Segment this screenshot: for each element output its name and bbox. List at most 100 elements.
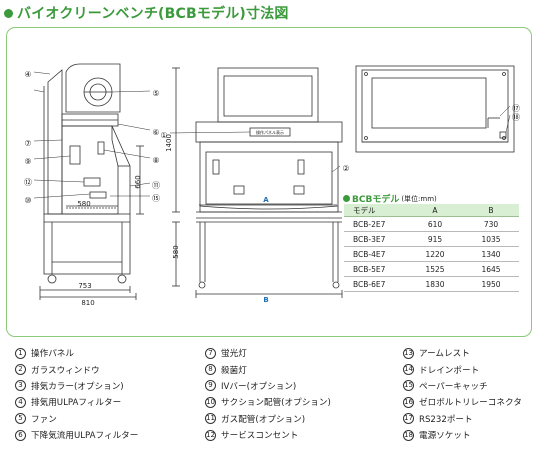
cell-b: 730 — [463, 216, 519, 232]
side-sash — [111, 125, 131, 214]
legend-label: サクション配管(オプション) — [221, 398, 331, 409]
legend-label: RS232ポート — [419, 414, 473, 425]
legend-number: 3 — [15, 380, 26, 392]
legend-label: ガラスウィンドウ — [31, 365, 100, 376]
list-item: 9 IVバー(オプション) — [205, 378, 331, 394]
legend-number: 17 — [403, 413, 414, 425]
table-row: BCB-6E7 1830 1950 — [344, 276, 519, 292]
cell-model: BCB-6E7 — [344, 276, 407, 292]
legend-number: 7 — [205, 347, 216, 359]
side-view — [39, 63, 144, 300]
table-row: BCB-5E7 1525 1645 — [344, 261, 519, 277]
cell-model: BCB-3E7 — [344, 231, 407, 247]
col-header-a: A — [407, 204, 463, 217]
legend-number: 16 — [403, 396, 414, 408]
dim-front-b: B — [263, 296, 268, 304]
legend-label: ペーパーキャッチ — [419, 381, 488, 392]
callout-number: ⑥ — [152, 128, 159, 137]
list-item: 2 ガラスウィンドウ — [15, 361, 138, 377]
callout-number: ⑤ — [152, 89, 159, 98]
legend-label: 排気用ULPAフィルター — [31, 398, 122, 409]
legend-number: 4 — [15, 396, 26, 408]
legend-number: 1 — [15, 347, 26, 359]
model-table-header: モデル A B — [344, 204, 519, 217]
legend-number: 15 — [403, 380, 414, 392]
callout-number: ① — [160, 131, 167, 140]
legend-label: IVバー(オプション) — [221, 381, 297, 392]
legend-label: 殺菌灯 — [221, 365, 247, 376]
legend-label: 排気カラー(オプション) — [31, 381, 124, 392]
cell-a: 1220 — [407, 246, 463, 262]
top-view — [355, 65, 515, 153]
legend-number: 13 — [403, 347, 414, 359]
cell-a: 1830 — [407, 276, 463, 292]
list-item: 6 下降気流用ULPAフィルター — [15, 427, 138, 443]
operation-panel-label: 操作パネル表示 — [256, 129, 284, 135]
legend-label: ゼロボルトリレーコネクタ — [419, 398, 522, 409]
legend-label: ガス配管(オプション) — [221, 414, 306, 425]
model-bullet-icon — [343, 195, 350, 202]
list-item: 10 サクション配管(オプション) — [205, 394, 331, 410]
model-table: モデル A B BCB-2E7 610 730 BCB-3E7 915 1035… — [344, 204, 519, 292]
cell-model: BCB-2E7 — [344, 216, 407, 232]
legend-number: 5 — [15, 413, 26, 425]
model-table-heading: BCBモデル (単位:mm) — [343, 192, 437, 205]
dim-front-a: A — [263, 196, 269, 204]
cell-model: BCB-5E7 — [344, 261, 407, 277]
list-item: 1 操作パネル — [15, 345, 138, 361]
list-item: 11 ガス配管(オプション) — [205, 411, 331, 427]
legend-number: 12 — [205, 429, 216, 441]
dim-front-height: 1400 — [165, 134, 173, 152]
legend-number: 2 — [15, 364, 26, 376]
title-bullet-icon — [4, 8, 13, 18]
drawing-frame — [6, 27, 532, 337]
legend-label: 下降気流用ULPAフィルター — [31, 431, 139, 442]
list-item: 16 ゼロボルトリレーコネクタ — [403, 394, 522, 410]
legend-label: アームレスト — [419, 349, 470, 360]
list-item: 17 RS232ポート — [403, 411, 522, 427]
list-item: 7 蛍光灯 — [205, 345, 331, 361]
title-text: バイオクリーンベンチ(BCBモデル)寸法図 — [17, 6, 289, 22]
dim-front-leg: 580 — [172, 245, 180, 258]
legend-label: 蛍光灯 — [221, 349, 247, 360]
table-row: BCB-4E7 1220 1340 — [344, 246, 519, 262]
list-item: 18 電源ソケット — [403, 427, 522, 443]
list-item: 4 排気用ULPAフィルター — [15, 394, 138, 410]
legend-number: 11 — [205, 413, 216, 425]
col-header-b: B — [463, 204, 519, 217]
legend-number: 6 — [15, 429, 26, 441]
top-outline — [355, 65, 515, 153]
callout-number: ⑫ — [24, 178, 32, 187]
dim-side-base: 753 — [78, 282, 91, 290]
side-fan-housing — [65, 63, 121, 113]
legend-label: 電源ソケット — [419, 431, 471, 442]
callout-number: ⑩ — [24, 196, 31, 205]
list-item: 3 排気カラー(オプション) — [15, 378, 138, 394]
cell-b: 1645 — [463, 261, 519, 277]
cell-a: 915 — [407, 231, 463, 247]
legend-number: 10 — [205, 396, 216, 408]
callout-number: ⑪ — [152, 181, 160, 190]
callout-number: ⑧ — [152, 156, 159, 165]
cell-b: 1035 — [463, 231, 519, 247]
callout-number: ⑦ — [24, 139, 31, 148]
callout-number: ④ — [24, 70, 31, 79]
col-header-model: モデル — [344, 204, 407, 217]
callout-number: ② — [342, 164, 349, 173]
cell-b: 1950 — [463, 276, 519, 292]
legend-number: 9 — [205, 380, 216, 392]
legend-label: ドレインポート — [419, 365, 480, 376]
legend-label: 操作パネル — [31, 349, 74, 360]
dim-side-total: 810 — [81, 299, 94, 307]
legend-number: 18 — [403, 429, 414, 441]
parts-legend: 1 操作パネル 2 ガラスウィンドウ 3 排気カラー(オプション) 4 排気用ULPAフ… — [15, 345, 535, 445]
dim-side-height: 660 — [134, 175, 142, 188]
table-row: BCB-2E7 610 730 — [344, 216, 519, 232]
